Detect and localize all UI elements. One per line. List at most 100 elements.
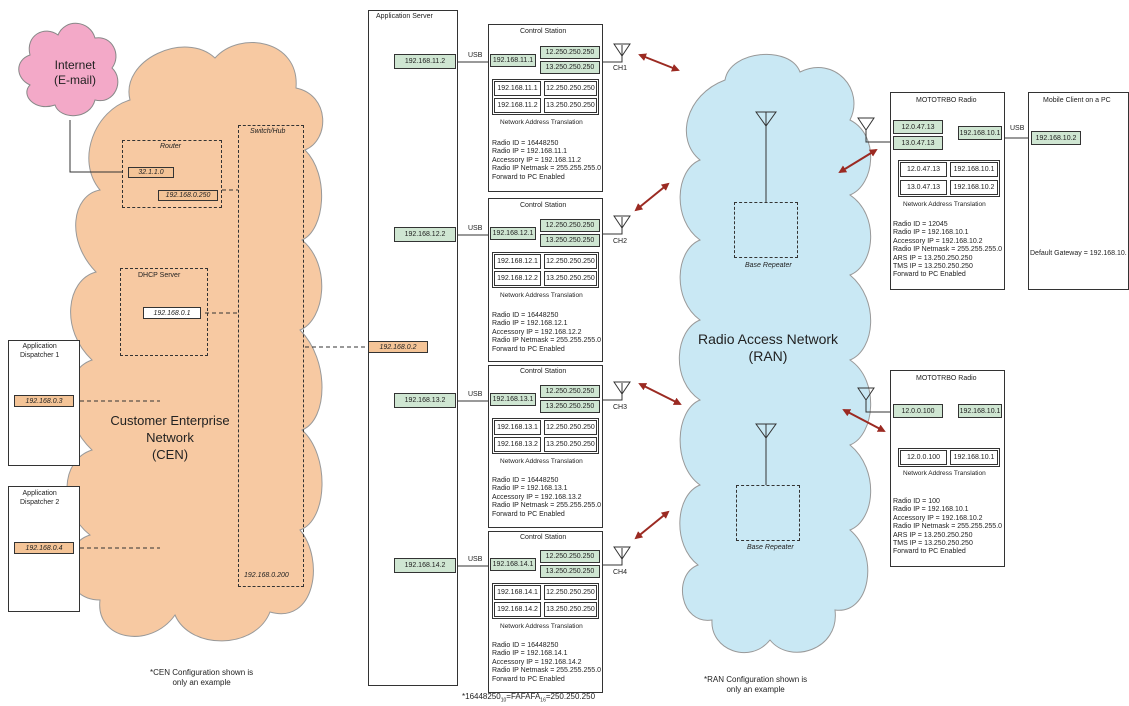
mototrbo-radio-2 [890,370,1005,567]
router-box [122,140,222,208]
dispatcher-2-ip: 192.168.0.4 [14,542,74,554]
cs4-nat-r2-radio: 13.250.250.250 [544,602,597,617]
cs3-nat-r2-radio: 13.250.250.250 [544,437,597,452]
dhcp-server-label: DHCP Server [138,272,181,279]
router-ip-lan: 192.168.0.250 [158,190,218,201]
router-label: Router [160,143,182,150]
cs2-nat-label: Network Address Translation [500,292,583,299]
internet-label-line2: (E-mail) [54,73,96,87]
base-repeater-1 [734,202,798,258]
radio1-nat-r1-a: 12.0.47.13 [900,162,947,177]
server-port-ip-3: 192.168.13.2 [394,393,456,408]
cs4-radio-ip-a: 12.250.250.250 [540,550,600,563]
cs2-radio-ip-b: 13.250.250.250 [540,234,600,247]
server-port-ip-1: 192.168.11.2 [394,54,456,69]
internet-label: Internet (E-mail) [40,58,110,88]
internet-cloud [18,22,119,117]
ran-title: Radio Access Network (RAN) [688,331,848,365]
mobile-client-ip: 192.168.10.2 [1031,131,1081,145]
mobile-client-title: Mobile Client on a PC [1043,97,1111,104]
radio-antennas [857,117,892,413]
cs1-radio-ip-b: 13.250.250.250 [540,61,600,74]
radio1-usb-label: USB [1010,125,1025,132]
cs1-channel: CH1 [613,65,628,72]
cs3-usb-ip: 192.168.13.1 [490,393,536,406]
cs-antennas [601,43,631,566]
cs3-nat-r1-local: 192.168.13.1 [494,420,541,435]
cen-title-line1: Customer Enterprise [110,413,230,428]
radio2-ip-a: 12.0.0.100 [893,404,943,418]
cs4-nat-r2-local: 192.168.14.2 [494,602,541,617]
cs1-nat-label: Network Address Translation [500,119,583,126]
radio1-nat-r1-b: 192.168.10.1 [950,162,998,177]
dhcp-server-ip: 192.168.0.1 [143,307,201,319]
server-port-ip-2: 192.168.12.2 [394,227,456,242]
application-server-title: Application Server [376,13,433,20]
dhcp-server-box [120,268,208,356]
cs4-nat-r1-local: 192.168.14.1 [494,585,541,600]
cs2-usb-label: USB [468,225,483,232]
cs2-nat-r2-radio: 13.250.250.250 [544,271,597,286]
cs1-usb-ip: 192.168.11.1 [490,54,536,67]
cs1-nat-r1-radio: 12.250.250.250 [544,81,597,96]
server-port-ip-4: 192.168.14.2 [394,558,456,573]
dispatcher-1-ip: 192.168.0.3 [14,395,74,407]
cs3-radio-ip-b: 13.250.250.250 [540,400,600,413]
radio1-nat-label: Network Address Translation [903,201,986,208]
conversion-note-prefix: *16448250 [462,692,501,701]
cs2-channel: CH2 [613,238,628,245]
cs1-usb-label: USB [468,52,483,59]
application-server-cen-ip: 192.168.0.2 [368,341,428,353]
dispatcher-1-title: Application Dispatcher 1 [20,343,60,359]
conversion-note-sub-hex: 16 [540,697,546,704]
switch-hub-label: Switch/Hub [250,128,286,135]
radio1-nat-r2-b: 192.168.10.2 [950,180,998,195]
radio1-details: Radio ID = 12045 Radio IP = 192.168.10.1… [893,221,1003,279]
cs3-nat-r1-radio: 12.250.250.250 [544,420,597,435]
router-ip-wan: 32.1.1.0 [128,167,174,178]
cs2-radio-ip-a: 12.250.250.250 [540,219,600,232]
internet-link-line [69,120,122,173]
radio2-usb-ip: 192.168.10.1 [958,404,1002,418]
radio2-details: Radio ID = 100 Radio IP = 192.168.10.1 A… [893,498,1003,556]
conversion-note: *1644825010=FAFAFA16=250.250.250 [462,692,595,704]
cs4-channel: CH4 [613,569,628,576]
cs1-details: Radio ID = 16448250 Radio IP = 192.168.1… [492,140,602,181]
cen-title: Customer Enterprise Network (CEN) [95,412,245,463]
cs2-title: Control Station [520,202,567,209]
base-repeater-2 [736,485,800,541]
radio1-nat-r2-a: 13.0.47.13 [900,180,947,195]
ran-cloud [678,53,872,654]
internet-label-line1: Internet [54,58,96,72]
ran-title-line1: Radio Access Network [697,331,839,347]
cs3-channel: CH3 [613,404,628,411]
cs2-nat-r1-local: 192.168.12.1 [494,254,541,269]
cs3-title: Control Station [520,368,567,375]
cs2-details: Radio ID = 16448250 Radio IP = 192.168.1… [492,312,602,353]
cs1-nat-r2-local: 192.168.11.2 [494,98,541,113]
cen-title-line2: Network [146,430,194,445]
conversion-note-suffix: =250.250.250 [545,692,596,701]
cs4-usb-ip: 192.168.14.1 [490,558,536,571]
cs4-usb-label: USB [468,556,483,563]
rf-arrows [634,53,886,540]
cs1-title: Control Station [520,28,567,35]
cs1-radio-ip-a: 12.250.250.250 [540,46,600,59]
dispatcher-2-title: Application Dispatcher 2 [20,490,60,506]
switch-hub-ip: 192.168.0.200 [244,572,289,579]
base-repeater-1-label: Base Repeater [745,262,792,269]
cs2-nat-r2-local: 192.168.12.2 [494,271,541,286]
conversion-note-hex: =FAFAFA [506,692,541,701]
cs3-radio-ip-a: 12.250.250.250 [540,385,600,398]
cs1-nat-r1-local: 192.168.11.1 [494,81,541,96]
cs3-nat-r2-local: 192.168.13.2 [494,437,541,452]
cs4-nat-label: Network Address Translation [500,623,583,630]
cen-footnote: *CEN Configuration shown is only an exam… [150,668,254,687]
cs3-usb-label: USB [468,391,483,398]
radio2-title: MOTOTRBO Radio [916,375,977,382]
cen-cloud [66,42,324,642]
mobile-client-gateway: Default Gateway = 192.168.10. [1030,250,1127,257]
switch-hub-box [238,125,304,587]
